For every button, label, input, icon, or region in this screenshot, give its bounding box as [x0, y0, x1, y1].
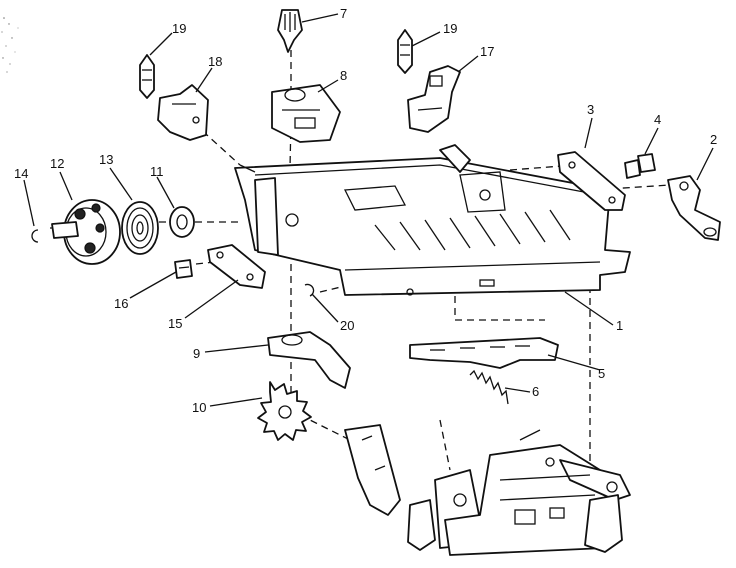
callout-labels: 1 2 3 4 5 6 7 8 9 10 11 12 13 14 15 16 1…	[14, 6, 717, 415]
callout-19-left: 19	[172, 21, 186, 36]
callout-16: 16	[114, 296, 128, 311]
callout-12: 12	[50, 156, 64, 171]
part-13-coil-spring	[121, 201, 159, 255]
part-8-cam-bracket	[271, 84, 341, 143]
part-16-screw	[174, 259, 193, 279]
callout-2: 2	[710, 132, 717, 147]
part-3-link-bar	[557, 151, 626, 211]
callout-leaders	[23, 13, 714, 407]
part-4-screw	[624, 153, 656, 179]
part-19-fuse-left	[139, 54, 155, 99]
callout-9: 9	[193, 346, 200, 361]
callout-3: 3	[587, 102, 594, 117]
part-12-hub-wheel	[51, 199, 121, 265]
part-6-spring	[469, 369, 509, 405]
part-10-gear	[257, 381, 312, 441]
part-17-switch-bracket	[407, 65, 461, 133]
callout-15: 15	[168, 316, 182, 331]
callout-10: 10	[192, 400, 206, 415]
callout-13: 13	[99, 152, 113, 167]
part-7-knob	[277, 9, 303, 53]
callout-5: 5	[598, 366, 605, 381]
lower-frame-assembly	[344, 424, 631, 556]
part-20-clip	[304, 283, 315, 297]
callout-11: 11	[150, 164, 164, 179]
part-18-bracket	[157, 84, 209, 141]
scan-noise	[1, 17, 19, 73]
callout-20: 20	[340, 318, 354, 333]
callout-4: 4	[654, 112, 661, 127]
part-19-fuse-right	[397, 29, 413, 74]
part-2-lever-bracket	[667, 175, 721, 241]
callout-18: 18	[208, 54, 222, 69]
callout-8: 8	[340, 68, 347, 83]
part-15-mount-plate	[207, 244, 266, 289]
callout-6: 6	[532, 384, 539, 399]
callout-7: 7	[340, 6, 347, 21]
part-14-e-ring	[31, 229, 39, 243]
part-1-main-chassis	[234, 144, 631, 296]
part-9-cam-plate	[267, 331, 351, 389]
part-5-slide-bar	[409, 337, 559, 369]
callout-14: 14	[14, 166, 28, 181]
callout-17: 17	[480, 44, 494, 59]
part-11-bushing	[169, 206, 195, 238]
callout-19-right: 19	[443, 21, 457, 36]
callout-1: 1	[616, 318, 623, 333]
